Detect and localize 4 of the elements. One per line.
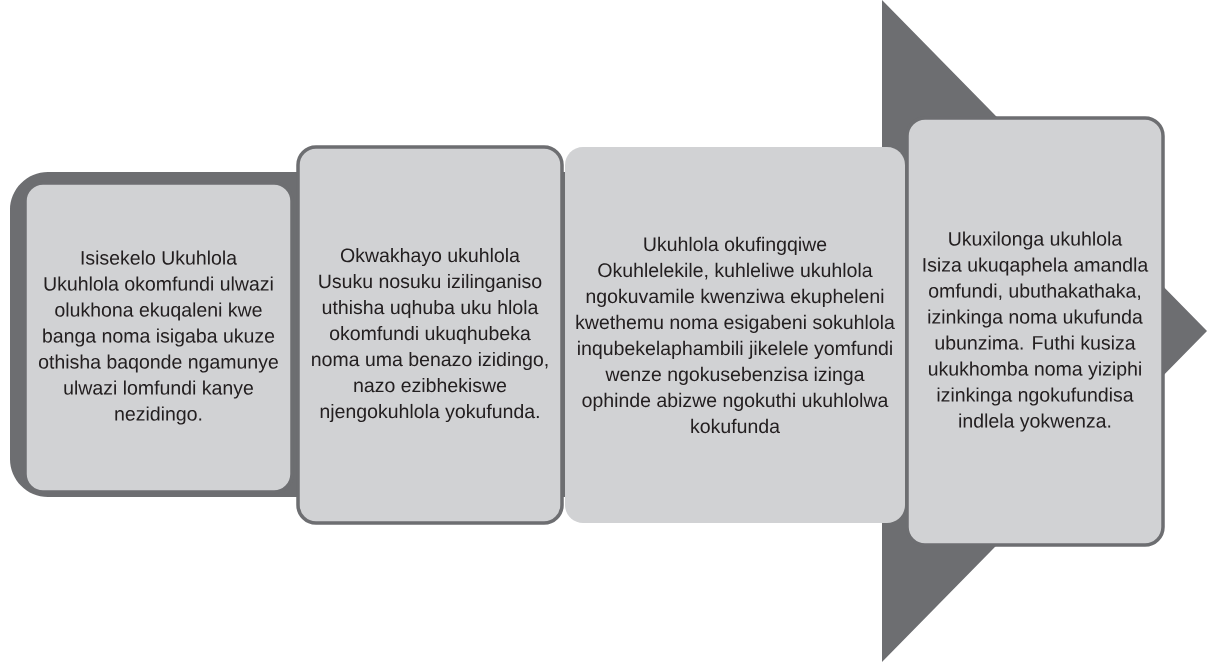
process-box: Isisekelo Ukuhlola Ukuhlola okomfundi ulwazi olukhona ekuqaleni kwe banga noma isigaba ukuze othisha baqonde ngamunye ulwazi lomfundi kanye nezidingo. (23, 181, 294, 494)
process-box: Ukuxilonga ukuhlola Isiza ukuqaphela amandla omfundi, ubuthakathaka, izinkinga noma ukufunda ubunzima. Futhi kusiza ukukhomba noma yiziphi izinkinga ngokufundisa indlela yokwenza. (905, 116, 1165, 547)
process-box: Okwakhayo ukuhlola Usuku nosuku izilinganiso uthisha uqhuba uku hlola okomfundi ukuqhubeka noma uma benazo izidingo, nazo ezibhekiswe njengokuhlola yokufunda. (296, 145, 564, 525)
process-box: Ukuhlola okufingqiwe Okuhlelekile, kuhleliwe ukuhlola ngokuvamile kwenziwa ekupheleni kwethemu noma esigabeni sokuhlola inqubekelaphambili jikelele yomfundi wenze ngokusebenzisa izinga ophinde abizwe ngokuthi ukuhlolwa kokufunda (565, 147, 905, 523)
